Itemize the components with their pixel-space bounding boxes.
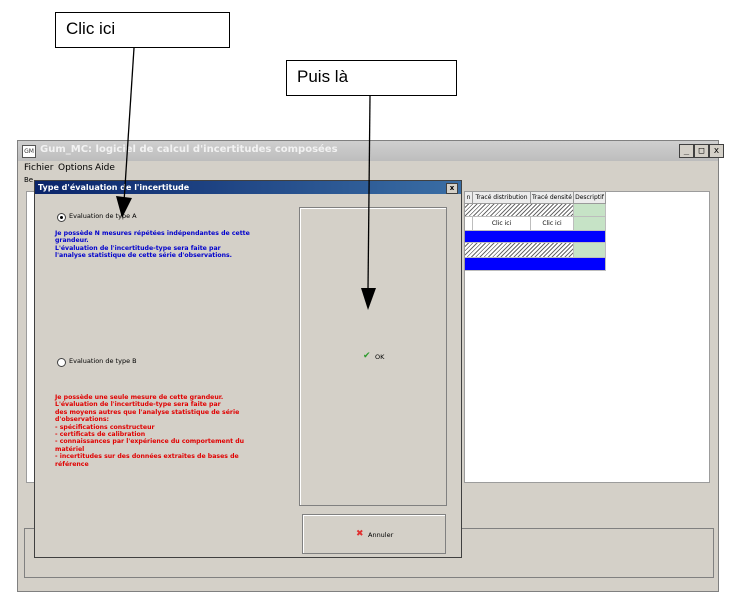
data-grid: n Tracé distribution Tracé densité Descr… bbox=[464, 191, 710, 483]
app-icon: GM bbox=[22, 145, 36, 158]
callout-clic-ici: Clic ici bbox=[55, 12, 230, 48]
type-b-description: Je possède une seule mesure de cette gra… bbox=[55, 394, 245, 468]
grid-header-trace-densite[interactable]: Tracé densité bbox=[531, 192, 574, 204]
ok-button[interactable]: ✔ OK bbox=[299, 207, 447, 506]
main-title-bar: GM Gum_MC: logiciel de calcul d'incertit… bbox=[18, 141, 724, 161]
cancel-label: Annuler bbox=[368, 531, 394, 539]
cancel-button[interactable]: ✖ Annuler bbox=[302, 514, 446, 554]
callout-clic-ici-text: Clic ici bbox=[66, 19, 116, 38]
grid-cell[interactable] bbox=[465, 217, 473, 231]
x-icon: ✖ bbox=[356, 529, 364, 539]
menu-bar: Fichier Options Aide bbox=[18, 161, 718, 175]
grid-header-trace-distribution[interactable]: Tracé distribution bbox=[473, 192, 531, 204]
maximize-button[interactable]: □ bbox=[694, 144, 709, 158]
grid-row-selected[interactable] bbox=[465, 231, 606, 243]
evaluation-type-dialog: Type d'évaluation de l'incertitude x Eva… bbox=[34, 180, 462, 558]
grid-cell-green bbox=[574, 217, 606, 231]
menu-fichier[interactable]: Fichier bbox=[24, 163, 54, 173]
grid-cell-clic-ici-densite[interactable]: Clic ici bbox=[531, 217, 574, 231]
minimize-button[interactable]: _ bbox=[679, 144, 694, 158]
callout-puis-la-text: Puis là bbox=[297, 67, 349, 86]
grid-cell-hatched bbox=[465, 243, 574, 258]
close-button[interactable]: x bbox=[709, 144, 724, 158]
tab-strip: Be bbox=[18, 175, 718, 185]
radio-type-b-label[interactable]: Evaluation de type B bbox=[69, 357, 137, 365]
type-a-description: Je possède N mesures répétées indépendan… bbox=[55, 230, 250, 260]
radio-type-a[interactable] bbox=[57, 213, 66, 222]
callout-puis-la: Puis là bbox=[286, 60, 457, 96]
grid-cell-hatched bbox=[465, 204, 574, 217]
check-icon: ✔ bbox=[363, 351, 371, 361]
tab-label[interactable]: Be bbox=[24, 176, 34, 184]
grid-header-n[interactable]: n bbox=[465, 192, 473, 204]
grid-cell-green bbox=[574, 243, 606, 258]
menu-aide[interactable]: Aide bbox=[95, 163, 115, 173]
grid-cell-clic-ici-distribution[interactable]: Clic ici bbox=[473, 217, 531, 231]
radio-type-a-label[interactable]: Evaluation de type A bbox=[69, 212, 137, 220]
dialog-title: Type d'évaluation de l'incertitude bbox=[38, 183, 190, 192]
dialog-title-bar: Type d'évaluation de l'incertitude x bbox=[35, 181, 461, 194]
grid-row-selected[interactable] bbox=[465, 258, 606, 271]
ok-label: OK bbox=[375, 353, 385, 361]
dialog-close-button[interactable]: x bbox=[446, 183, 458, 194]
grid-cell-green bbox=[574, 204, 606, 217]
grid-header-descriptif[interactable]: Descriptif bbox=[574, 192, 606, 204]
main-window-title: Gum_MC: logiciel de calcul d'incertitude… bbox=[40, 144, 338, 155]
radio-type-b[interactable] bbox=[57, 358, 66, 367]
menu-options[interactable]: Options bbox=[58, 163, 93, 173]
